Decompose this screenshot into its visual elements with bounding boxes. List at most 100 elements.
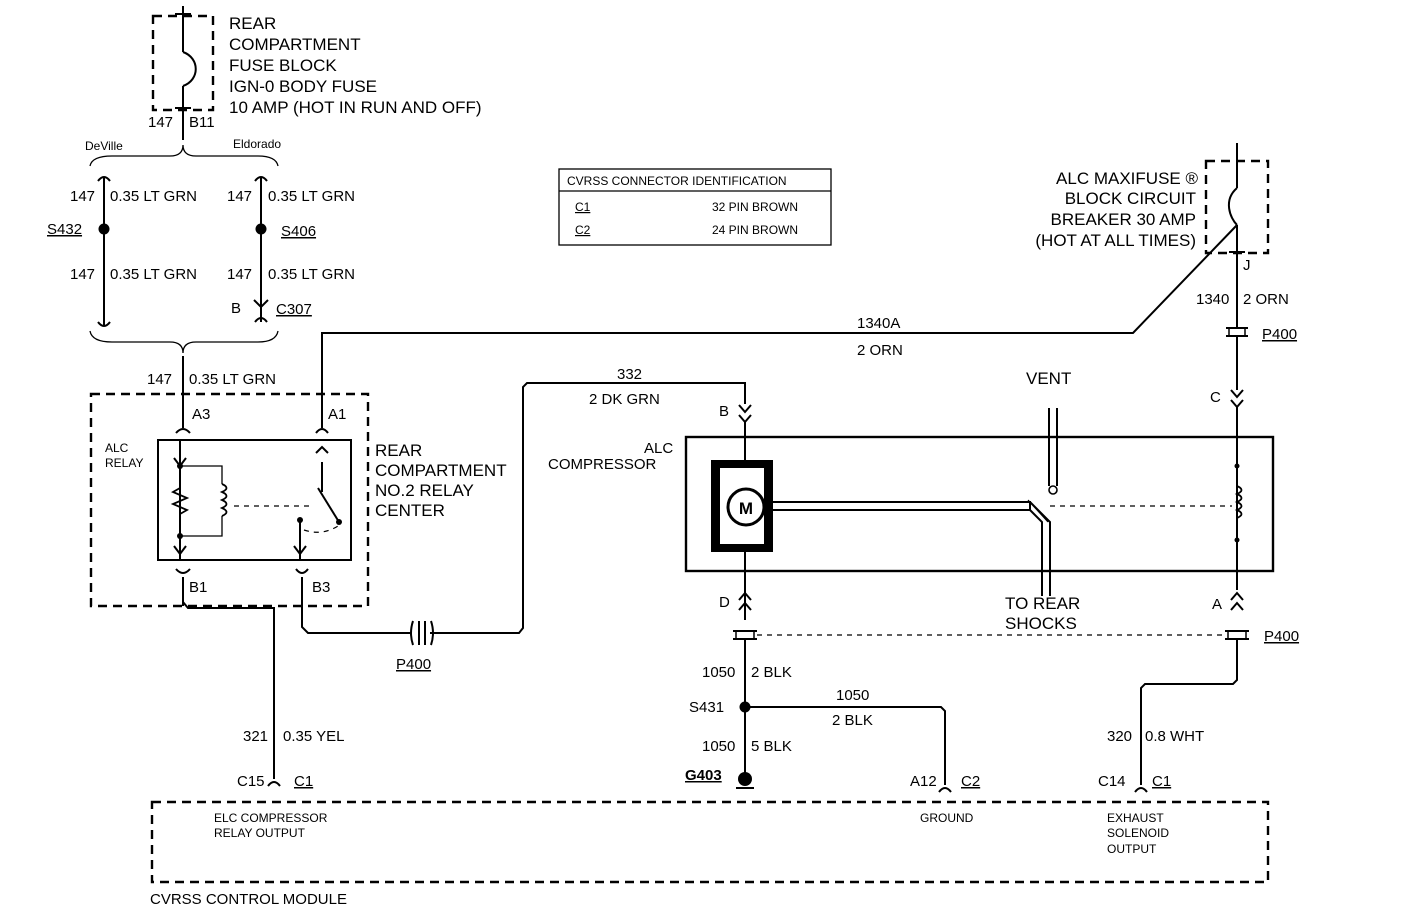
relay-pin-b1: B1 [189, 579, 207, 596]
c307-pin: B [231, 300, 241, 317]
module-func-c15-line-1: ELC COMPRESSOR [214, 811, 328, 825]
alc-maxifuse-breaker: ALC MAXIFUSE ® BLOCK CIRCUIT BREAKER 30 … [1035, 143, 1297, 409]
compressor-pin-c: C [1210, 389, 1221, 406]
variant-eldorado-label: Eldorado [233, 137, 281, 151]
module-func-c14-line-2: SOLENOID [1107, 826, 1169, 840]
alc-relay-label-2: RELAY [105, 456, 143, 470]
deville-lower-circuit: 147 [70, 266, 95, 283]
wire-321-circuit: 321 [243, 728, 268, 745]
connector-table-row-1-desc: 32 PIN BROWN [712, 200, 798, 214]
to-shocks-label-1: TO REAR [1005, 594, 1080, 613]
fuse-block-line-3: FUSE BLOCK [229, 56, 337, 75]
module-pin-c15-conn: C1 [294, 773, 313, 790]
p400-upper-connector: P400 [1262, 326, 1297, 343]
wire-321: 321 0.35 YEL [182, 577, 344, 787]
relay-pin-a1: A1 [328, 406, 346, 423]
connector-table-row-2-desc: 24 PIN BROWN [712, 223, 798, 237]
deville-upper-wire: 0.35 LT GRN [110, 188, 197, 205]
maxifuse-wire: 2 ORN [1243, 291, 1289, 308]
wire-321-wire: 0.35 YEL [283, 728, 344, 745]
compressor-pin-a: A [1212, 596, 1222, 613]
module-pin-c15: C15 [237, 773, 265, 790]
to-shocks-label-2: SHOCKS [1005, 614, 1077, 633]
relay-pin-b3: B3 [312, 579, 330, 596]
maxifuse-line-2: BLOCK CIRCUIT [1065, 189, 1196, 208]
wire-320-circuit: 320 [1107, 728, 1132, 745]
module-pin-c14-conn: C1 [1152, 773, 1171, 790]
fuse-block-line-2: COMPARTMENT [229, 35, 361, 54]
relay-feed-circuit: 147 [147, 371, 172, 388]
variant-deville-label: DeVille [85, 139, 123, 153]
ground-branch-circuit: 1050 [836, 687, 869, 704]
wire-332-wire: 2 DK GRN [589, 391, 660, 408]
relay-center-line-2: COMPARTMENT [375, 461, 507, 480]
alc-compressor: ALC COMPRESSOR M VENT TO REAR SHOCKS C D… [548, 369, 1299, 645]
maxifuse-line-4: (HOT AT ALL TIMES) [1035, 231, 1196, 250]
deville-upper-circuit: 147 [70, 188, 95, 205]
relay-center: REAR COMPARTMENT NO.2 RELAY CENTER A3 A1… [89, 392, 507, 608]
fuse-terminal: B11 [189, 114, 215, 131]
compressor-pin-d: D [719, 594, 730, 611]
connector-table-row-1-id: C1 [575, 200, 591, 214]
variant-brace-lower: 147 0.35 LT GRN [89, 330, 279, 428]
fuse-circuit-number: 147 [148, 114, 173, 131]
p400-inline-label: P400 [396, 656, 431, 673]
ground-circuit: 1050 2 BLK S431 1050 2 BLK 1050 5 BLK G4… [685, 639, 952, 793]
relay-pin-a3: A3 [192, 406, 210, 423]
compressor-label-1: ALC [644, 440, 673, 457]
deville-branch: 147 0.35 LT GRN S432 147 0.35 LT GRN [47, 176, 197, 327]
connector-table-title: CVRSS CONNECTOR IDENTIFICATION [567, 174, 787, 188]
deville-lower-wire: 0.35 LT GRN [110, 266, 197, 283]
ground-lower-wire: 5 BLK [751, 738, 792, 755]
connector-id-table: CVRSS CONNECTOR IDENTIFICATION C1 32 PIN… [558, 168, 832, 246]
splice-s432: S432 [47, 221, 82, 238]
ground-branch-wire: 2 BLK [832, 712, 873, 729]
module-func-c15-line-2: RELAY OUTPUT [214, 826, 306, 840]
ground-c1-circuit: 1050 [702, 664, 735, 681]
ground-lower-circuit: 1050 [702, 738, 735, 755]
ground-c1-wire: 2 BLK [751, 664, 792, 681]
feed-1340a: 1340A 2 ORN [321, 224, 1238, 428]
maxifuse-line-3: BREAKER 30 AMP [1050, 210, 1196, 229]
compressor-pin-b: B [719, 403, 729, 420]
relay-center-line-4: CENTER [375, 501, 445, 520]
module-name: CVRSS CONTROL MODULE [150, 891, 347, 908]
wire-320-wire: 0.8 WHT [1145, 728, 1204, 745]
wire-332-circuit: 332 [617, 366, 642, 383]
maxifuse-terminal: J [1243, 257, 1251, 274]
cvrss-control-module: CVRSS CONTROL MODULE C15 C1 ELC COMPRESS… [150, 773, 1270, 908]
module-func-c14-line-1: EXHAUST [1107, 811, 1164, 825]
variant-brace-upper: DeVille Eldorado [85, 137, 281, 167]
rear-fuse-block: REAR COMPARTMENT FUSE BLOCK IGN-0 BODY F… [148, 6, 482, 140]
alc-relay-label-1: ALC [105, 441, 129, 455]
p400-inline-connector: P400 [396, 620, 434, 673]
eldorado-upper-wire: 0.35 LT GRN [268, 188, 355, 205]
connector-table-row-2-id: C2 [575, 223, 591, 237]
splice-s406: S406 [281, 223, 316, 240]
ground-g403: G403 [685, 767, 722, 784]
fuse-block-line-5: 10 AMP (HOT IN RUN AND OFF) [229, 98, 482, 117]
module-pin-a12: A12 [910, 773, 937, 790]
feed-1340a-wire: 2 ORN [857, 342, 903, 359]
eldorado-lower-circuit: 147 [227, 266, 252, 283]
feed-1340a-circuit: 1340A [857, 315, 900, 332]
eldorado-upper-circuit: 147 [227, 188, 252, 205]
p400-lower-connector: P400 [1264, 628, 1299, 645]
eldorado-branch: 147 0.35 LT GRN S406 147 0.35 LT GRN B C… [227, 176, 355, 323]
relay-center-line-1: REAR [375, 441, 422, 460]
compressor-label-2: COMPRESSOR [548, 456, 657, 473]
wire-320: 320 0.8 WHT [1107, 639, 1238, 793]
module-func-a12-line-1: GROUND [920, 811, 974, 825]
fuse-block-line-1: REAR [229, 14, 276, 33]
wire-332: 332 2 DK GRN B [301, 366, 752, 634]
vent-label: VENT [1026, 369, 1071, 388]
fuse-block-line-4: IGN-0 BODY FUSE [229, 77, 377, 96]
relay-center-line-3: NO.2 RELAY [375, 481, 474, 500]
module-pin-a12-conn: C2 [961, 773, 980, 790]
eldorado-lower-wire: 0.35 LT GRN [268, 266, 355, 283]
module-func-c14-line-3: OUTPUT [1107, 842, 1157, 856]
splice-s431: S431 [689, 699, 724, 716]
motor-symbol: M [739, 499, 753, 518]
maxifuse-circuit: 1340 [1196, 291, 1229, 308]
